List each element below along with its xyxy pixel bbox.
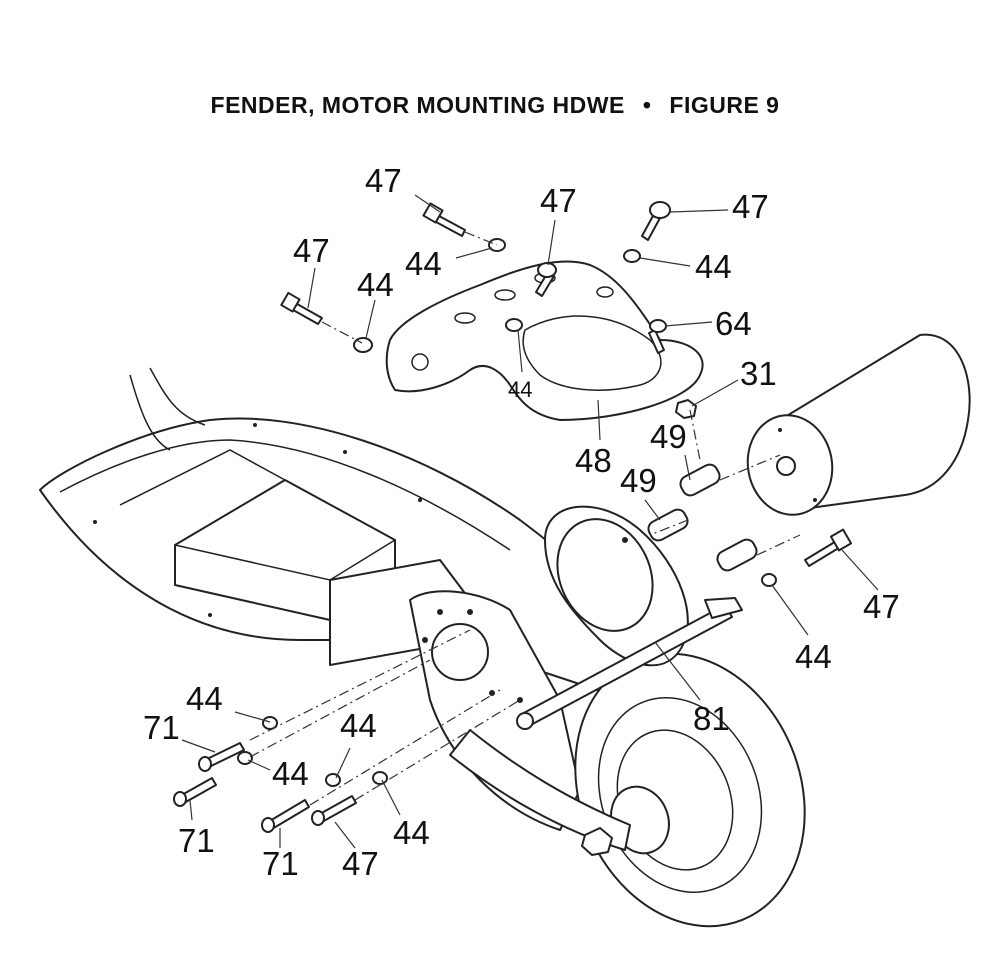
callout-49-upper: 49 — [650, 418, 687, 455]
callout-44-top-right: 44 — [695, 248, 732, 285]
figure-number: FIGURE 9 — [669, 92, 780, 118]
callout-44-bottom-a: 44 — [186, 680, 223, 717]
callout-44-left: 44 — [357, 266, 394, 303]
callout-44-bottom-c: 44 — [272, 755, 309, 792]
callout-71-c: 71 — [262, 845, 299, 882]
axle-bolt — [516, 597, 743, 730]
battery-pack — [119, 449, 471, 666]
callout-47-top-right: 47 — [732, 188, 769, 225]
callout-48: 48 — [575, 442, 612, 479]
callout-81: 81 — [693, 700, 730, 737]
page-title: FENDER, MOTOR MOUNTING HDWE • FIGURE 9 — [0, 92, 990, 119]
callout-47-left: 47 — [293, 232, 330, 269]
callout-44-bottom-d: 44 — [393, 814, 430, 851]
title-text: FENDER, MOTOR MOUNTING HDWE — [210, 92, 625, 118]
motor-bracket — [544, 505, 689, 667]
callout-47-right: 47 — [863, 588, 900, 625]
motor-mount-plate — [409, 590, 581, 831]
fasteners — [173, 201, 853, 833]
callout-44-right: 44 — [795, 638, 832, 675]
swing-arm — [449, 729, 631, 856]
callout-44-bottom-b: 44 — [340, 707, 377, 744]
leader-lines — [181, 194, 879, 849]
callout-44-top-center: 44 — [405, 245, 442, 282]
callout-47-bottom: 47 — [342, 845, 379, 882]
callout-47-top-left: 47 — [365, 162, 402, 199]
callout-71-b: 71 — [178, 822, 215, 859]
motor — [746, 333, 971, 516]
fender — [385, 260, 704, 421]
callout-31: 31 — [740, 355, 777, 392]
callout-64: 64 — [715, 305, 752, 342]
assembly-lines — [249, 231, 801, 806]
callout-71-a: 71 — [143, 709, 180, 746]
callout-47-top-center: 47 — [540, 182, 577, 219]
spacers — [647, 463, 758, 572]
title-separator: • — [642, 92, 652, 118]
callout-labels: 47 47 47 47 44 44 44 64 44 31 49 48 49 4… — [143, 162, 900, 882]
callout-49-lower: 49 — [620, 462, 657, 499]
rear-wheel — [574, 652, 806, 928]
callout-44-inner: 44 — [508, 377, 532, 402]
